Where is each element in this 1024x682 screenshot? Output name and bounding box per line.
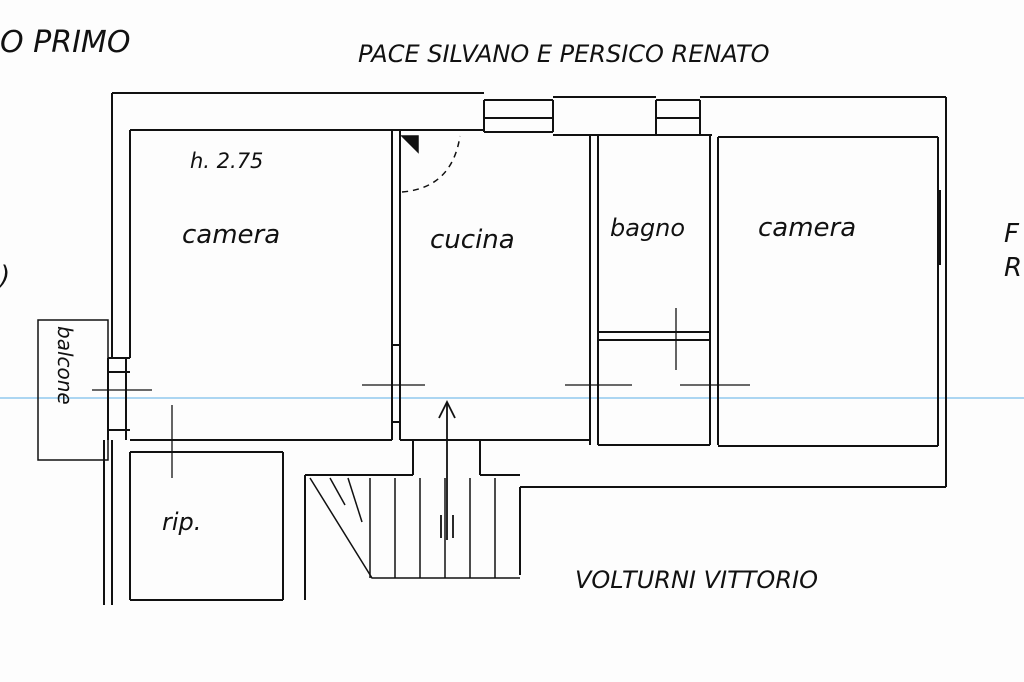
staircase — [309, 477, 520, 579]
right-edge-fragment-1: F — [1004, 219, 1020, 249]
balcony-label: balcone — [53, 326, 77, 405]
entry-arrow-icon — [438, 399, 456, 540]
room-cucina-label: cucina — [430, 225, 515, 255]
room-bagno-label: bagno — [610, 214, 685, 242]
neighbor-bottom-label: VOLTURNI VITTORIO — [575, 566, 818, 594]
height-note: h. 2.75 — [190, 149, 263, 173]
left-edge-fragment: ) — [0, 261, 10, 291]
room-camera-left-label: camera — [182, 220, 280, 250]
section-marks — [92, 308, 750, 478]
balcony-outline — [37, 319, 109, 461]
neighbor-top-label: PACE SILVANO E PERSICO RENATO — [358, 40, 770, 68]
room-rip-label: rip. — [162, 508, 201, 536]
interior-walls — [130, 130, 719, 476]
right-edge-fragment-2: R — [1004, 253, 1022, 283]
door-swing — [400, 135, 461, 193]
floor-label: O PRIMO — [0, 25, 130, 60]
room-camera-right-label: camera — [758, 213, 856, 243]
